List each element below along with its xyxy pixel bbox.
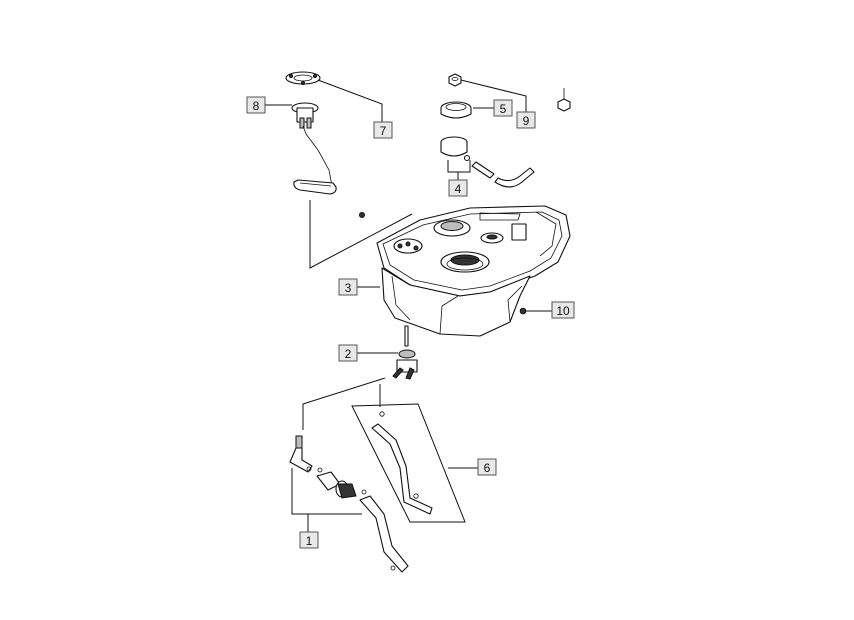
fuel-tank-part xyxy=(376,205,571,337)
svg-text:8: 8 xyxy=(253,99,260,113)
callout-2: 2 xyxy=(338,344,358,362)
svg-text:7: 7 xyxy=(380,124,387,138)
fuel-sender-part xyxy=(291,102,337,195)
callout-4: 4 xyxy=(448,179,468,197)
svg-text:4: 4 xyxy=(455,182,462,196)
callout-9: 9 xyxy=(516,111,536,129)
mount-bolt-part xyxy=(519,307,527,315)
svg-text:6: 6 xyxy=(484,461,491,475)
callout-1: 1 xyxy=(299,531,319,549)
sender-gasket-part xyxy=(285,71,321,85)
callout-5: 5 xyxy=(493,99,513,117)
callout-10: 10 xyxy=(551,301,575,319)
tank-cap-part xyxy=(440,101,472,119)
filler-clamp-hose-part xyxy=(440,136,535,188)
svg-text:3: 3 xyxy=(345,281,352,295)
tank-fastener-part xyxy=(359,212,365,218)
svg-text:1: 1 xyxy=(306,534,313,548)
svg-text:5: 5 xyxy=(500,102,507,116)
svg-text:9: 9 xyxy=(523,114,530,128)
callout-3: 3 xyxy=(338,278,358,296)
leader-lines xyxy=(265,79,552,532)
fuel-valve-part xyxy=(392,325,418,380)
bolt-part xyxy=(557,88,571,112)
callout-6: 6 xyxy=(477,458,497,476)
fuel-hose-part-6 xyxy=(371,411,433,515)
nut-part xyxy=(448,73,462,87)
fuel-hose-filter-part-1 xyxy=(289,435,409,573)
svg-text:2: 2 xyxy=(345,347,352,361)
callout-8: 8 xyxy=(246,96,266,114)
svg-text:10: 10 xyxy=(556,304,570,318)
callout-7: 7 xyxy=(373,121,393,139)
